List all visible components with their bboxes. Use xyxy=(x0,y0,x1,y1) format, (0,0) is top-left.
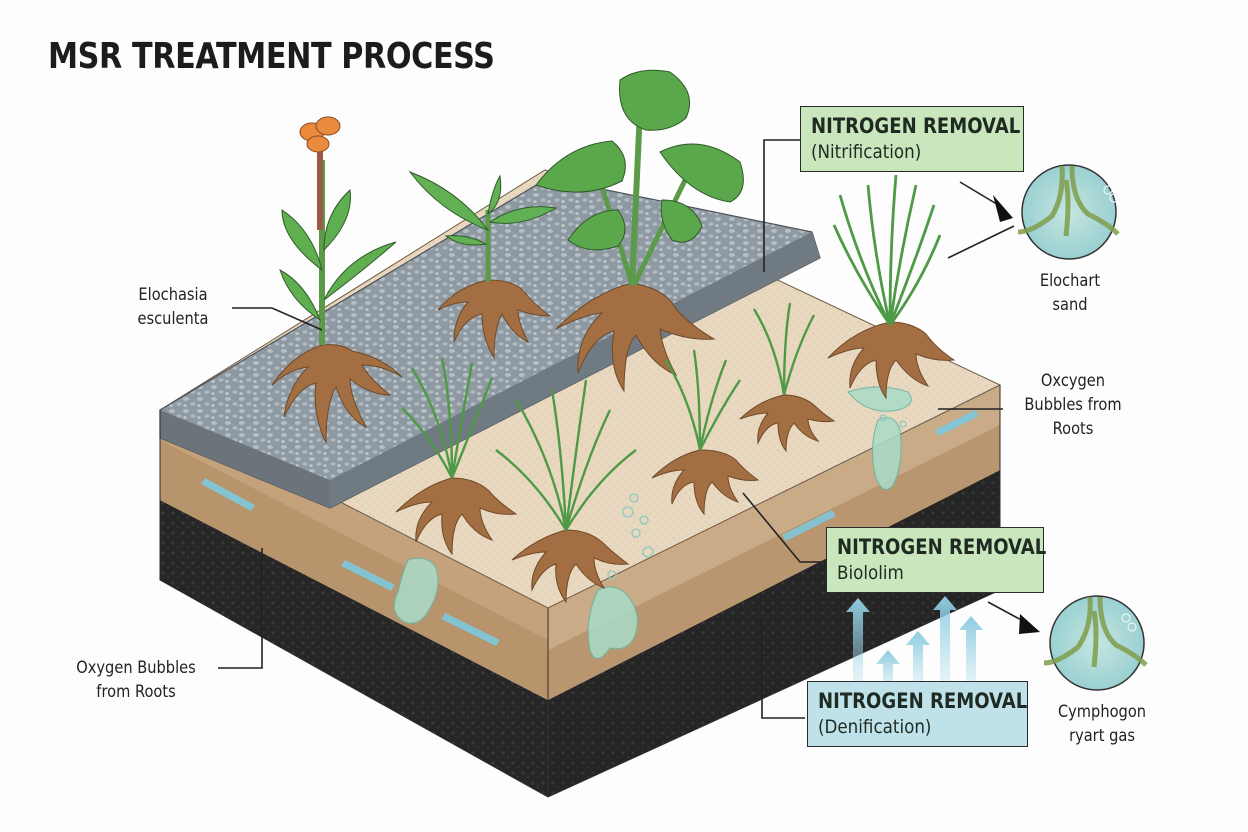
box-subtitle: (Denification) xyxy=(818,716,932,738)
label-cymphogon: Cymphogon ryart gas xyxy=(1052,700,1152,748)
bubbles xyxy=(607,414,907,580)
box-subtitle: (Nitrification) xyxy=(811,141,922,163)
leader-lines xyxy=(218,139,1026,719)
page-title: MSR TREATMENT PROCESS xyxy=(48,36,495,77)
box-heading: NITROGEN REMOVAL xyxy=(818,689,1028,713)
label-line: Bubbles from xyxy=(1024,395,1122,415)
box-heading: NITROGEN REMOVAL xyxy=(837,535,1047,559)
label-oxygen-bubbles-left: Oxygen Bubbles from Roots xyxy=(67,656,205,704)
label-line: Elochart xyxy=(1039,271,1101,291)
water-flow-arrows xyxy=(201,410,979,646)
label-line: sand xyxy=(1052,295,1088,315)
magnified-circle-bottom xyxy=(1043,595,1148,691)
elephant-ear-plant xyxy=(535,69,744,287)
label-line: ryart gas xyxy=(1069,726,1135,746)
grass-clumps xyxy=(401,174,942,531)
arrow-head-icon xyxy=(993,195,1013,222)
box-nitrification: NITROGEN REMOVAL (Nitrification) xyxy=(800,106,1024,172)
label-elochart-sand: Elochart sand xyxy=(1027,269,1113,317)
label-line: Oxygen Bubbles xyxy=(76,658,196,678)
label-elochasia-esculenta: Elochasia esculenta xyxy=(126,283,221,331)
label-oxygen-bubbles-right: Oxcygen Bubbles from Roots xyxy=(1017,369,1129,441)
box-biofilm: NITROGEN REMOVAL Biololim xyxy=(826,527,1047,593)
label-line: Elochasia xyxy=(138,285,208,305)
arrowheads xyxy=(993,195,1040,634)
oxygen-bubble-blobs xyxy=(393,386,912,660)
base-layer-left xyxy=(160,500,548,797)
box-heading: NITROGEN REMOVAL xyxy=(811,114,1021,138)
canna-plant xyxy=(279,116,397,345)
label-line: from Roots xyxy=(96,682,176,702)
label-line: Roots xyxy=(1052,419,1094,439)
box-subtitle: Biololim xyxy=(837,562,904,584)
box-denitrification: NITROGEN REMOVAL (Denification) xyxy=(807,681,1028,747)
label-line: Cymphogon xyxy=(1057,702,1147,722)
gas-up-arrows xyxy=(846,596,983,690)
label-line: Oxcygen xyxy=(1040,371,1106,391)
roots xyxy=(271,279,956,604)
label-line: esculenta xyxy=(137,309,209,329)
magnified-circle-top xyxy=(1017,164,1120,260)
seedling-plant xyxy=(408,170,558,282)
arrow-head-icon xyxy=(1019,614,1040,634)
